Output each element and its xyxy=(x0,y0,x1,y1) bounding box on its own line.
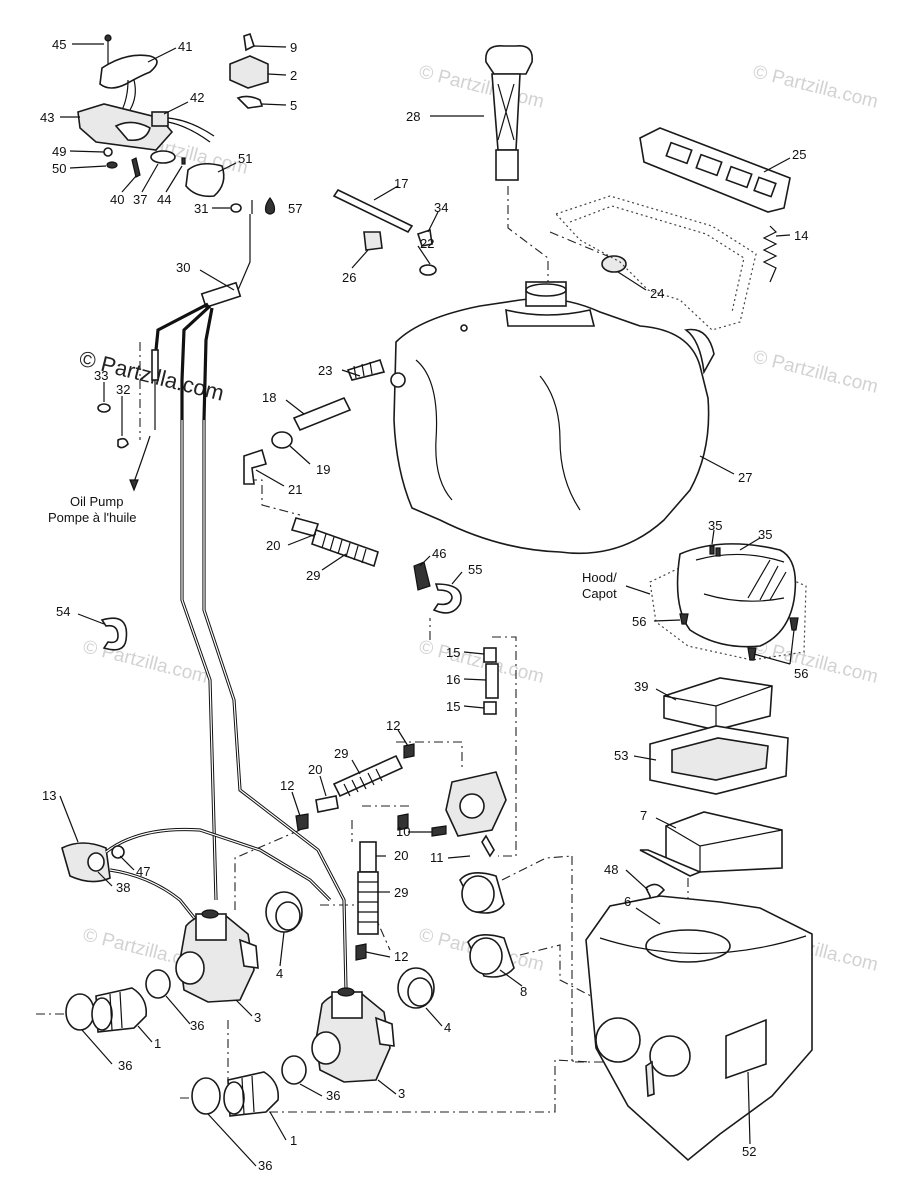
primer-group xyxy=(61,827,332,921)
callout-4: 4 xyxy=(276,966,283,981)
carburetor-left xyxy=(175,909,259,1003)
callout-33: 33 xyxy=(94,368,108,383)
callout-19: 19 xyxy=(316,462,330,477)
callout-3: 3 xyxy=(254,1010,261,1025)
callout-36: 36 xyxy=(190,1018,204,1033)
callout-46: 46 xyxy=(432,546,446,561)
callout-3: 3 xyxy=(398,1086,405,1101)
callout-56: 56 xyxy=(632,614,646,629)
callout-8: 8 xyxy=(520,984,527,999)
callout-27: 27 xyxy=(738,470,752,485)
callout-18: 18 xyxy=(262,390,276,405)
callout-36: 36 xyxy=(258,1158,272,1173)
callout-6: 6 xyxy=(624,894,631,909)
clip-left xyxy=(100,617,128,651)
callout-4: 4 xyxy=(444,1020,451,1035)
callout-26: 26 xyxy=(342,270,356,285)
callout-51: 51 xyxy=(238,151,252,166)
callout-15: 15 xyxy=(446,645,460,660)
callout-12: 12 xyxy=(394,949,408,964)
callout-54: 35 xyxy=(758,527,772,542)
hood-label-fr: Capot xyxy=(582,586,617,601)
oil-pump-label: Oil Pump xyxy=(70,494,123,509)
callout-31: 31 xyxy=(194,201,208,216)
callout-32: 32 xyxy=(116,382,130,397)
callout-17: 17 xyxy=(394,176,408,191)
callout-22: 22 xyxy=(420,236,434,251)
callout-30: 30 xyxy=(176,260,190,275)
callout-47: 47 xyxy=(136,864,150,879)
callout-14: 14 xyxy=(794,228,808,243)
callout-10: 10 xyxy=(396,824,410,839)
callout-50: 50 xyxy=(52,161,66,176)
callout-40: 40 xyxy=(110,192,124,207)
adapter-group xyxy=(459,872,515,978)
throttle-housing-group xyxy=(77,32,276,215)
callout-34: 34 xyxy=(434,200,448,215)
callout-2: 2 xyxy=(290,68,297,83)
callout-7: 7 xyxy=(640,808,647,823)
callout-29: 29 xyxy=(334,746,348,761)
callout-29: 29 xyxy=(394,885,408,900)
notes: Oil Pump Pompe à l'huile Hood/ Capot xyxy=(48,494,651,601)
callout-12: 12 xyxy=(280,778,294,793)
air-intake-group xyxy=(585,543,813,1162)
callout-13: 13 xyxy=(42,788,56,803)
leader-lines xyxy=(59,43,795,1167)
callout-36: 36 xyxy=(326,1088,340,1103)
carburetor-right xyxy=(311,987,395,1083)
callout-1: 1 xyxy=(290,1133,297,1148)
hood-label: Hood/ xyxy=(582,570,617,585)
clamps-and-boots xyxy=(65,891,435,1117)
callout-38: 38 xyxy=(116,880,130,895)
callout-29: 29 xyxy=(306,568,320,583)
callout-35: 55 xyxy=(468,562,482,577)
callout-28: 28 xyxy=(406,109,420,124)
callout-21: 21 xyxy=(288,482,302,497)
callout-1: 1 xyxy=(154,1036,161,1051)
callout-20: 20 xyxy=(266,538,280,553)
fuel-line-group xyxy=(243,359,507,961)
callout-20: 20 xyxy=(394,848,408,863)
callout-44: 44 xyxy=(157,192,171,207)
callout-9: 9 xyxy=(290,40,297,55)
callout-23: 23 xyxy=(318,363,332,378)
callout-52: 52 xyxy=(742,1144,756,1159)
callout-39: 39 xyxy=(634,679,648,694)
callout-45: 45 xyxy=(52,37,66,52)
callout-35: 54 xyxy=(56,604,70,619)
callout-55: 35 xyxy=(708,518,722,533)
oil-pump-label-fr: Pompe à l'huile xyxy=(48,510,136,525)
callout-49: 49 xyxy=(52,144,66,159)
callout-labels: 45 41 9 2 42 5 43 49 50 51 40 37 44 31 5… xyxy=(40,37,808,1173)
callout-36: 36 xyxy=(118,1058,132,1073)
callout-43: 43 xyxy=(40,110,54,125)
throttle-cable-assembly xyxy=(97,214,348,991)
callout-24: 24 xyxy=(650,286,664,301)
callout-42: 42 xyxy=(190,90,204,105)
watermark: © Partzilla.com xyxy=(81,636,210,687)
callout-57: 57 xyxy=(288,201,302,216)
callout-15: 15 xyxy=(446,699,460,714)
callout-11: 11 xyxy=(430,850,444,865)
callout-48: 48 xyxy=(604,862,618,877)
callout-5: 5 xyxy=(290,98,297,113)
callout-20: 20 xyxy=(308,762,322,777)
callout-16: 16 xyxy=(446,672,460,687)
callout-41: 41 xyxy=(178,39,192,54)
callout-37: 37 xyxy=(133,192,147,207)
callout-53: 53 xyxy=(614,748,628,763)
callout-25: 25 xyxy=(792,147,806,162)
fuel-tank-group xyxy=(332,45,791,555)
watermark: © Partzilla.com xyxy=(751,61,880,112)
watermark: © Partzilla.com xyxy=(751,346,880,397)
callout-56: 56 xyxy=(794,666,808,681)
callout-12: 12 xyxy=(386,718,400,733)
watermark: © Partzilla.com xyxy=(751,636,880,687)
